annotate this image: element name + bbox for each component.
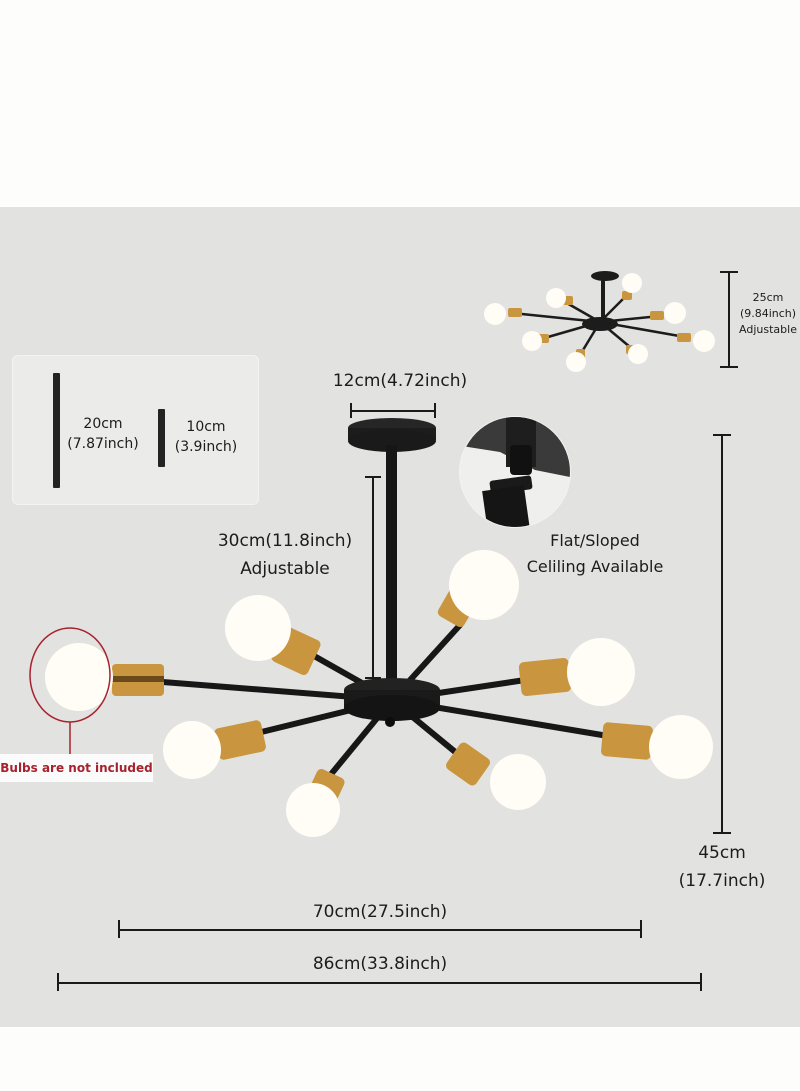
thumbnail-height-cm: 25cm xyxy=(752,291,784,304)
ceiling-note-line2: Celiling Available xyxy=(526,557,664,576)
canopy-width-cap-left xyxy=(350,403,352,418)
ceiling-note-line1: Flat/Sloped xyxy=(550,531,640,550)
total-height-cap-top xyxy=(713,434,731,436)
short-rod-label: 10cm (3.9inch) xyxy=(168,417,244,457)
rod-length-cap-top xyxy=(365,476,381,478)
thumbnail-height-note: Adjustable xyxy=(739,323,797,336)
total-height-cm: 45cm xyxy=(698,843,746,863)
thumbnail-height-cap-top xyxy=(720,271,738,273)
rod-length-cap-bottom xyxy=(365,677,381,679)
thumbnail-height-line xyxy=(728,272,730,366)
thumbnail-height-inch: (9.84inch) xyxy=(739,307,797,320)
total-height-cap-bottom xyxy=(713,832,731,834)
rod-length-line xyxy=(372,476,374,678)
canopy-width-line xyxy=(351,410,436,412)
long-rod-label: 20cm (7.87inch) xyxy=(62,414,144,454)
long-rod-icon xyxy=(53,373,60,488)
bulbs-not-included-note: Bulbs are not included xyxy=(0,754,153,782)
inner-width-line xyxy=(119,929,642,931)
total-height-line xyxy=(721,435,723,833)
inner-width-label: 70cm(27.5inch) xyxy=(312,902,448,922)
rod-length-value: 30cm(11.8inch) xyxy=(217,531,353,551)
rod-length-label: 30cm(11.8inch) Adjustable xyxy=(200,527,370,583)
canopy-width-label: 12cm(4.72inch) xyxy=(332,371,468,391)
outer-width-label: 86cm(33.8inch) xyxy=(312,954,448,974)
outer-width-cap-right xyxy=(700,973,702,991)
canopy-width-cap-right xyxy=(434,403,436,418)
inner-width-cap-right xyxy=(640,920,642,938)
long-rod-inch: (7.87inch) xyxy=(67,436,139,452)
thumbnail-height-label: 25cm (9.84inch) Adjustable xyxy=(736,290,800,338)
outer-width-cap-left xyxy=(57,973,59,991)
inner-width-cap-left xyxy=(118,920,120,938)
total-height-inch: (17.7inch) xyxy=(678,871,766,891)
outer-width-line xyxy=(58,982,702,984)
short-rod-icon xyxy=(158,409,165,467)
long-rod-cm: 20cm xyxy=(83,416,123,432)
product-dimension-panel xyxy=(0,207,800,1027)
ceiling-note-label: Flat/Sloped Celiling Available xyxy=(510,528,680,580)
short-rod-cm: 10cm xyxy=(186,419,226,435)
rod-length-note: Adjustable xyxy=(240,559,330,579)
total-height-label: 45cm (17.7inch) xyxy=(660,839,784,895)
thumbnail-height-cap-bottom xyxy=(720,366,738,368)
short-rod-inch: (3.9inch) xyxy=(174,439,238,455)
bulb-icon xyxy=(45,550,713,837)
